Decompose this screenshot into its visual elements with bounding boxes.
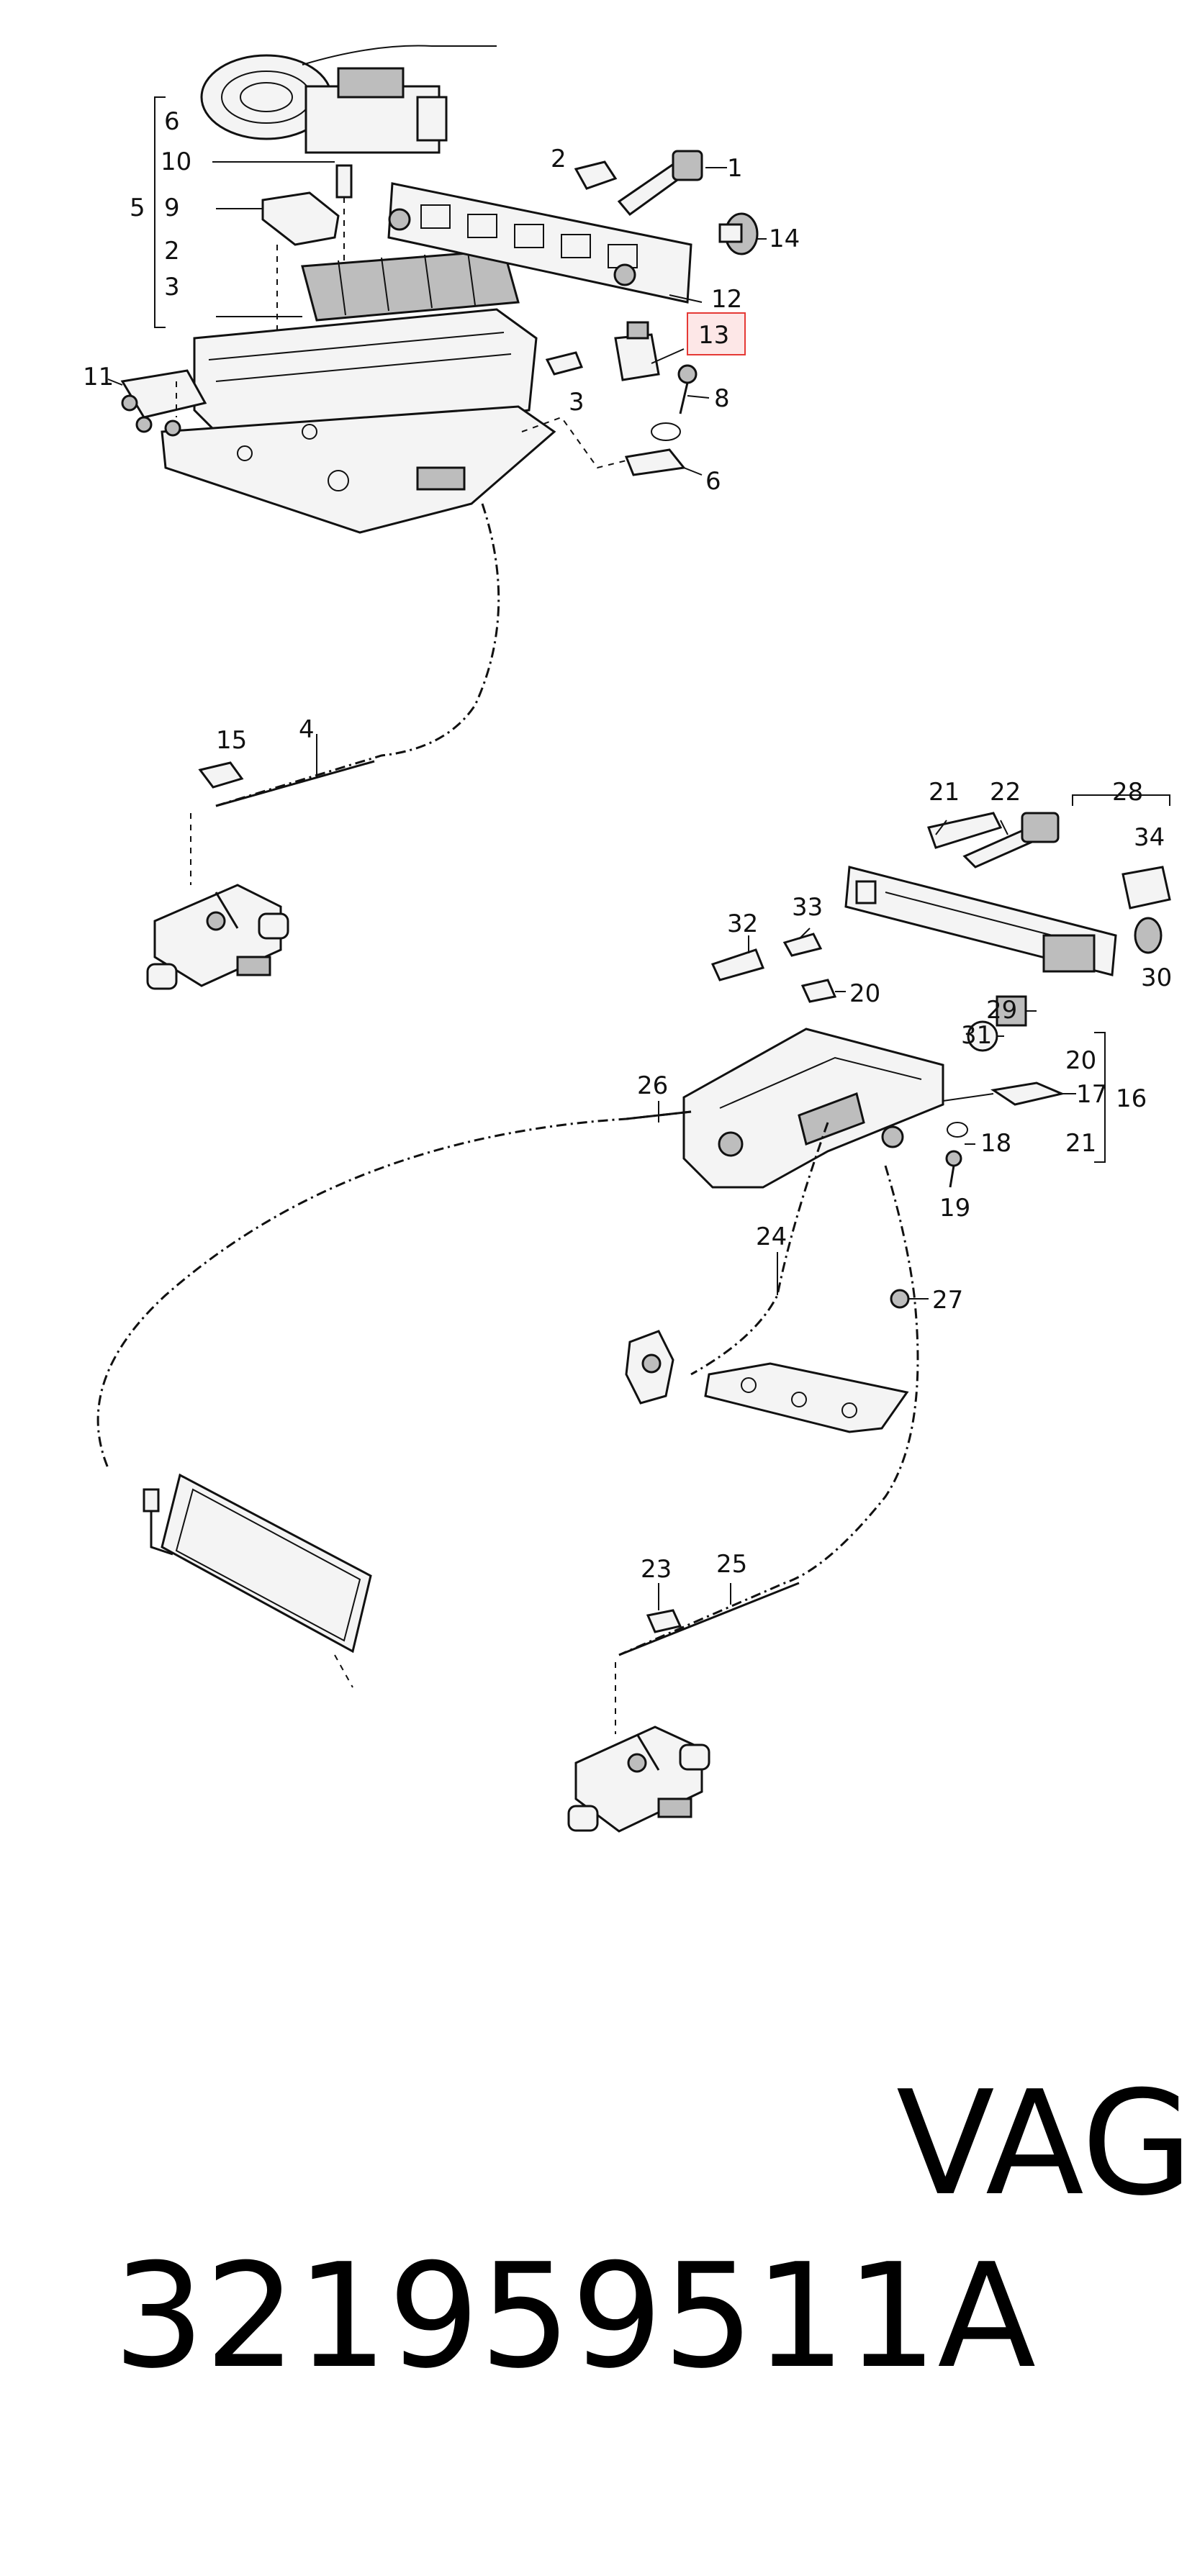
callout-6: 6 bbox=[164, 107, 180, 136]
callout-18: 18 bbox=[980, 1129, 1011, 1158]
callout-24: 24 bbox=[756, 1223, 787, 1251]
bulb-holder bbox=[718, 212, 759, 255]
callout-19: 19 bbox=[939, 1194, 970, 1223]
callout-29: 29 bbox=[986, 996, 1017, 1025]
callout-9: 9 bbox=[164, 194, 180, 222]
lower-switch bbox=[1121, 866, 1171, 910]
callout-12: 12 bbox=[711, 285, 742, 314]
flap-lever-plate bbox=[625, 1330, 909, 1433]
push-switch bbox=[614, 321, 660, 381]
lower-assembly bbox=[682, 794, 1171, 1189]
callout-25: 25 bbox=[716, 1550, 747, 1579]
callout-13: 13 bbox=[698, 321, 729, 350]
callout-3-clip: 3 bbox=[569, 388, 585, 417]
control-panel-housing bbox=[161, 249, 556, 534]
lower-slider-bezel bbox=[844, 866, 1117, 976]
callout-17: 17 bbox=[1076, 1080, 1107, 1109]
switch-29 bbox=[996, 995, 1027, 1027]
callout-15: 15 bbox=[216, 726, 247, 755]
callout-6-plate: 6 bbox=[705, 467, 721, 496]
screw bbox=[651, 364, 698, 441]
temperature-control-knob bbox=[200, 45, 497, 154]
callout-8: 8 bbox=[714, 384, 730, 413]
callout-34: 34 bbox=[1134, 823, 1165, 852]
slider-knob bbox=[574, 150, 703, 217]
connector-block bbox=[120, 369, 207, 437]
grommet bbox=[890, 1289, 910, 1309]
lower-bulb bbox=[1134, 917, 1163, 954]
callout-23: 23 bbox=[641, 1555, 672, 1584]
callout-26: 26 bbox=[637, 1071, 668, 1100]
exploded-parts-diagram: 6 10 5 9 2 3 2 1 14 12 13 11 3 8 6 15 4 … bbox=[83, 45, 1172, 1833]
callout-2-clip: 2 bbox=[551, 145, 567, 173]
terminal-33 bbox=[782, 933, 823, 957]
callout-1: 1 bbox=[727, 154, 743, 183]
screw-19 bbox=[945, 1150, 962, 1188]
heater-control-valve-lower bbox=[567, 1725, 710, 1833]
air-flap-frame bbox=[143, 1473, 372, 1688]
slider-knob-lower bbox=[1021, 812, 1060, 843]
callout-16: 16 bbox=[1116, 1084, 1147, 1113]
callout-30: 30 bbox=[1141, 963, 1172, 992]
cover-plate bbox=[624, 448, 686, 476]
callout-31: 31 bbox=[961, 1021, 992, 1050]
callout-27: 27 bbox=[932, 1286, 963, 1315]
leader-lines bbox=[107, 161, 1076, 1610]
plate-17 bbox=[990, 1081, 1065, 1106]
heater-control-valve-left bbox=[146, 884, 289, 990]
callout-10: 10 bbox=[161, 148, 191, 176]
callout-20: 20 bbox=[849, 979, 880, 1008]
heater-valve-cable bbox=[190, 503, 500, 885]
callout-21: 21 bbox=[929, 778, 960, 807]
slider-bezel bbox=[387, 182, 692, 304]
clip-20 bbox=[800, 979, 837, 1003]
washer bbox=[947, 1122, 968, 1138]
callout-2: 2 bbox=[164, 237, 180, 266]
brand-name: VAG bbox=[896, 2060, 1187, 2228]
callout-28: 28 bbox=[1112, 778, 1143, 807]
callout-33: 33 bbox=[792, 893, 823, 922]
callout-20-bracket: 20 bbox=[1065, 1046, 1096, 1075]
callout-14: 14 bbox=[769, 225, 800, 253]
retaining-clip bbox=[545, 351, 584, 376]
lower-control-housing bbox=[682, 1028, 944, 1189]
callout-22: 22 bbox=[990, 778, 1021, 807]
connector-32 bbox=[710, 948, 765, 981]
callout-5: 5 bbox=[130, 194, 145, 222]
callout-21-bracket: 21 bbox=[1065, 1129, 1096, 1158]
lower-cables bbox=[96, 1110, 919, 1734]
callout-4: 4 bbox=[299, 715, 315, 744]
part-number: 321959511A bbox=[113, 2233, 1037, 2400]
cable-clip-23 bbox=[646, 1609, 682, 1633]
callout-3: 3 bbox=[164, 273, 180, 301]
callout-13-highlight: 13 bbox=[687, 312, 746, 355]
callout-labels: 6 10 5 9 2 3 2 1 14 12 13 11 3 8 6 15 4 … bbox=[83, 107, 1172, 1584]
callout-11: 11 bbox=[83, 363, 114, 391]
part-number-footer: 321959511A VAG bbox=[22, 2058, 1187, 2400]
upper-assembly bbox=[120, 45, 759, 534]
callout-32: 32 bbox=[727, 910, 758, 938]
slider-clip bbox=[927, 812, 1003, 849]
